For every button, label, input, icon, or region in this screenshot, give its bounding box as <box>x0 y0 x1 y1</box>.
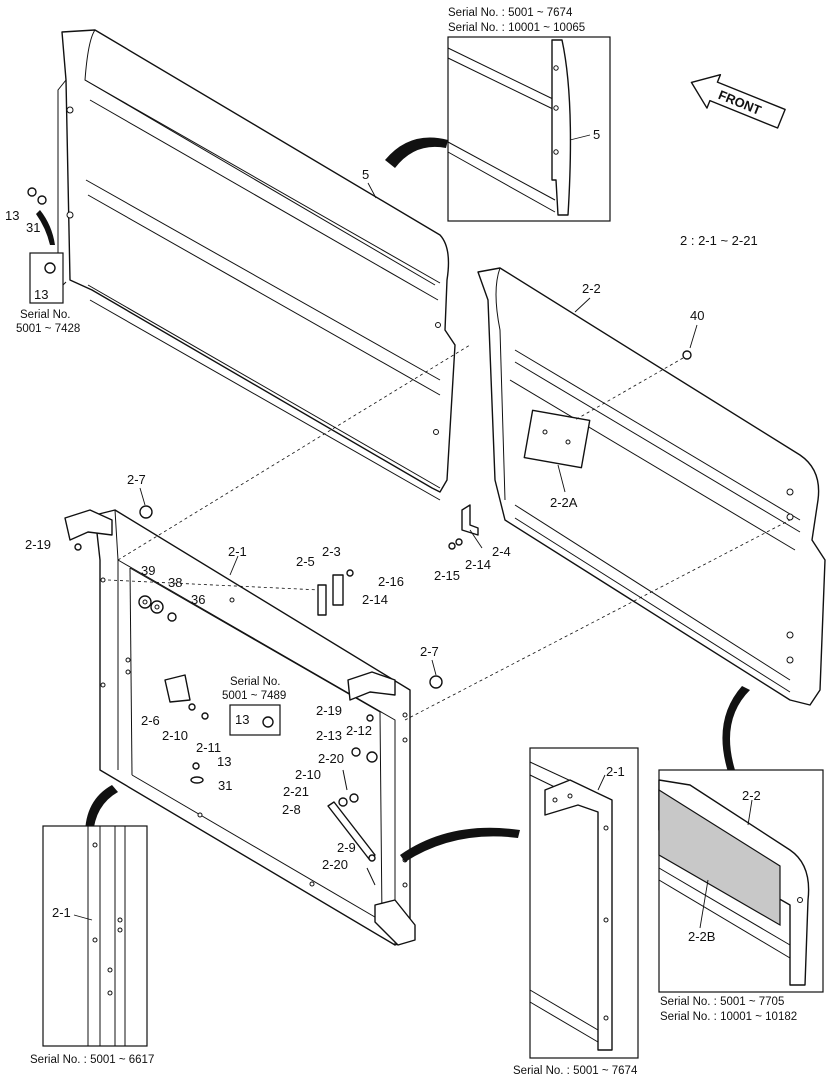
callout-5-main: 5 <box>362 167 369 182</box>
range-note: 2 : 2-1 ~ 2-21 <box>680 233 758 248</box>
callout-2-7-right: 2-7 <box>420 644 439 659</box>
callout-13-top: 13 <box>5 208 19 223</box>
knob-2-7-top <box>139 505 153 519</box>
serial-box13-1: Serial No. <box>20 309 71 321</box>
serial-box13b-1: Serial No. <box>230 676 281 688</box>
callout-2-11: 2-11 <box>196 740 221 755</box>
bolt-13-31-top <box>27 187 55 245</box>
panel-part-2-2 <box>477 267 826 706</box>
callout-2-1-main: 2-1 <box>228 544 247 559</box>
callout-2-5: 2-5 <box>296 554 315 569</box>
callout-2-19-left: 2-19 <box>25 537 51 552</box>
callout-2-6: 2-6 <box>141 713 160 728</box>
serial-box13b-2: 5001 ~ 7489 <box>222 690 286 702</box>
detail-box-top <box>447 36 611 222</box>
callout-2-2: 2-2 <box>582 281 601 296</box>
callout-2-10-left: 2-10 <box>162 728 188 743</box>
callout-2-14-mid: 2-14 <box>362 592 388 607</box>
callout-31-top: 31 <box>26 220 40 235</box>
callout-2-3: 2-3 <box>322 544 341 559</box>
callout-13-box2: 13 <box>235 712 249 727</box>
serial-note-top-1: Serial No. : 5001 ~ 7674 <box>448 7 573 19</box>
serial-bottom-left: Serial No. : 5001 ~ 6617 <box>30 1054 154 1066</box>
detail-frame-left <box>87 826 126 1046</box>
callout-2-2B: 2-2B <box>688 929 715 944</box>
detail-panel-2-2 <box>658 779 810 986</box>
callout-13-bottom: 13 <box>217 754 231 769</box>
callout-2-20-top: 2-20 <box>318 751 344 766</box>
rod-2-8 <box>327 801 376 860</box>
bracket-2-4 <box>461 504 479 536</box>
front-arrow: FRONT <box>690 73 786 129</box>
callout-2-15: 2-15 <box>434 568 460 583</box>
detail-frame-mid <box>529 761 613 1051</box>
callout-39: 39 <box>141 563 155 578</box>
callout-2-2-detail: 2-2 <box>742 788 761 803</box>
callout-2-8: 2-8 <box>282 802 301 817</box>
serial-bottom-right-2: Serial No. : 10001 ~ 10182 <box>660 1011 797 1023</box>
bracket-2-3 <box>332 574 344 606</box>
knob-2-7-right <box>429 675 443 689</box>
serial-box13-2: 5001 ~ 7428 <box>16 323 80 335</box>
callout-2-16: 2-16 <box>378 574 404 589</box>
bracket-2-6 <box>164 674 191 703</box>
bracket-2-5 <box>317 584 327 616</box>
callout-2-21: 2-21 <box>283 784 309 799</box>
bolt-box-13-top <box>29 252 64 304</box>
callout-2-14-right: 2-14 <box>465 557 491 572</box>
callout-2-20-bottom: 2-20 <box>322 857 348 872</box>
callout-2-4: 2-4 <box>492 544 511 559</box>
callout-13-box: 13 <box>34 287 48 302</box>
callout-2-2A: 2-2A <box>550 495 578 510</box>
callout-36: 36 <box>191 592 205 607</box>
callout-2-7-top: 2-7 <box>127 472 146 487</box>
callout-40: 40 <box>690 308 704 323</box>
callout-2-12: 2-12 <box>346 723 372 738</box>
detail-pointer-top <box>385 137 448 168</box>
callout-38: 38 <box>168 575 182 590</box>
callout-5-detail: 5 <box>593 127 600 142</box>
serial-bottom-right-1: Serial No. : 5001 ~ 7705 <box>660 996 784 1008</box>
detail-panel-edge <box>447 39 572 216</box>
callout-2-1-detail-left: 2-1 <box>52 905 71 920</box>
callout-2-9: 2-9 <box>337 840 356 855</box>
callout-2-10-right: 2-10 <box>295 767 321 782</box>
callout-2-19-right: 2-19 <box>316 703 342 718</box>
panel-part-5 <box>57 29 456 501</box>
callout-2-1-detail-right: 2-1 <box>606 764 625 779</box>
serial-note-top-2: Serial No. : 10001 ~ 10065 <box>448 22 585 34</box>
detail-box-bottom-left <box>42 825 148 1047</box>
serial-bottom-mid: Serial No. : 5001 ~ 7674 <box>513 1065 638 1077</box>
callout-31-bottom: 31 <box>218 778 232 793</box>
callout-2-13: 2-13 <box>316 728 342 743</box>
